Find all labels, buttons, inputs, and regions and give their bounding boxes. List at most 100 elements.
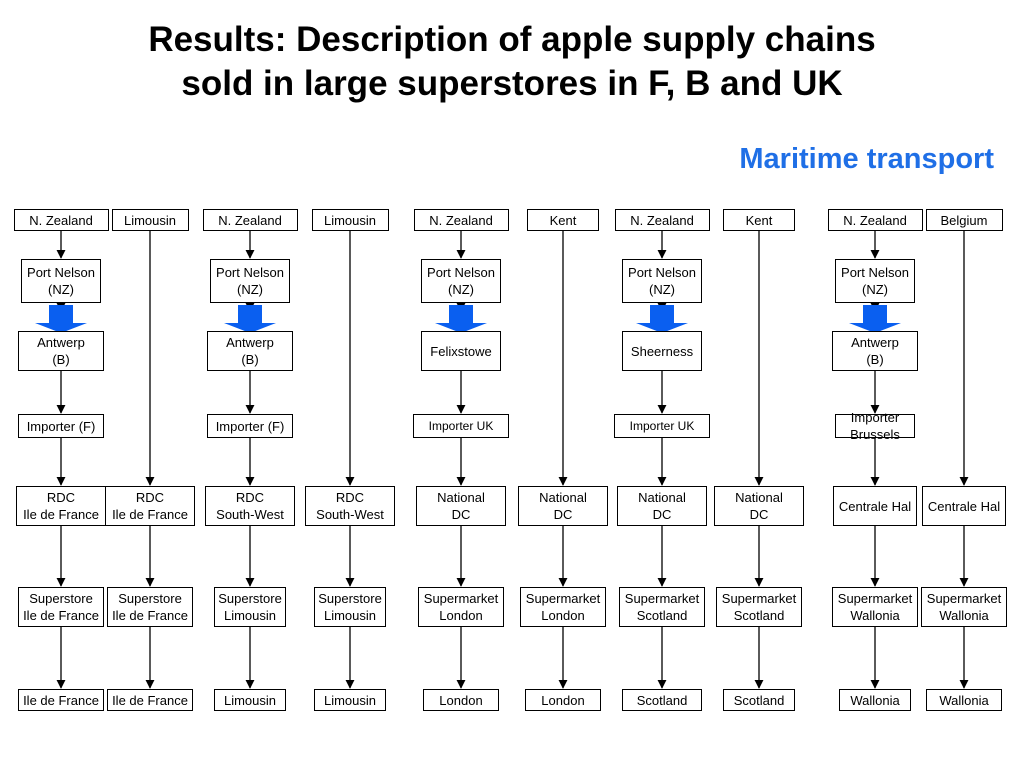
node-origin: N. Zealand: [614, 209, 710, 231]
node-store-text: Supermarket: [525, 591, 601, 606]
node-dc-text: Centrale Hal: [838, 498, 912, 514]
node-origin-text: N. Zealand: [429, 212, 493, 228]
node-market: Ile de France: [107, 689, 193, 711]
node-market-text: London: [439, 692, 483, 708]
node-origin-text: N. Zealand: [843, 212, 907, 228]
node-market-text: Scotland: [636, 692, 688, 708]
diagram-subtitle: Maritime transport: [739, 143, 994, 175]
node-store-text: Supermarket: [423, 591, 499, 606]
node-store-text: Wallonia: [850, 608, 900, 623]
node-port-text: Port Nelson: [27, 265, 95, 280]
node-origin-text: Limousin: [323, 212, 377, 228]
node-market: London: [525, 689, 601, 711]
node-origin-text: Limousin: [123, 212, 177, 228]
node-origin-text: Kent: [745, 212, 773, 228]
node-market: Wallonia: [926, 689, 1002, 711]
node-origin-text: N. Zealand: [218, 212, 282, 228]
node-origin: Belgium: [925, 209, 1003, 231]
node-origin: N. Zealand: [413, 209, 509, 231]
node-port: Port Nelson(NZ): [421, 259, 501, 303]
node-dc-text: National: [539, 490, 587, 505]
node-port-text: Port Nelson: [628, 265, 696, 280]
node-transit-text: (B): [866, 352, 884, 367]
node-store-text: Scotland: [636, 608, 688, 623]
node-market: Scotland: [622, 689, 702, 711]
node-store-text: Superstore: [218, 591, 282, 606]
node-dc-text: DC: [553, 507, 573, 522]
node-store-text: London: [541, 608, 585, 623]
node-market-text: Ile de France: [23, 692, 99, 708]
node-store-text: Superstore: [29, 591, 93, 606]
node-market: Limousin: [314, 689, 386, 711]
node-origin: N. Zealand: [202, 209, 298, 231]
node-store-text: Superstore: [318, 591, 382, 606]
node-port: Port Nelson(NZ): [622, 259, 702, 303]
node-transit-text: Antwerp: [851, 335, 899, 350]
maritime-transport-arrow: [35, 305, 87, 333]
node-transit: Antwerp (B): [832, 331, 918, 371]
node-dc: Centrale Hal: [922, 486, 1006, 526]
node-port-text: (NZ): [237, 282, 263, 297]
node-store-text: Limousin: [323, 608, 377, 623]
node-importer-text: Importer UK: [629, 418, 695, 433]
node-store-text: London: [439, 608, 483, 623]
node-dc-text: Centrale Hal: [927, 498, 1001, 514]
node-importer-text: Importer UK: [428, 418, 494, 433]
node-origin: N. Zealand: [13, 209, 109, 231]
node-port-text: Port Nelson: [427, 265, 495, 280]
node-market: London: [423, 689, 499, 711]
node-market: Scotland: [723, 689, 795, 711]
node-port: Port Nelson (NZ): [835, 259, 915, 303]
node-origin-text: Kent: [549, 212, 577, 228]
node-importer-text: Importer (F): [215, 418, 285, 434]
node-origin: Kent: [723, 209, 795, 231]
node-transit-text: (B): [52, 352, 70, 367]
title-line-2: sold in large superstores in F, B and UK: [181, 64, 843, 103]
node-transit-text: (B): [241, 352, 259, 367]
node-market-text: Wallonia: [939, 692, 989, 708]
node-store-text: Supermarket: [721, 591, 797, 606]
node-transit: Sheerness: [622, 331, 702, 371]
node-dc-text: RDC: [335, 490, 365, 505]
node-dc-text: DC: [451, 507, 471, 522]
node-port: Port Nelson(NZ): [21, 259, 101, 303]
node-dc-text: Ile de France: [112, 507, 188, 522]
node-dc-text: National: [638, 490, 686, 505]
maritime-transport-arrow: [849, 305, 901, 333]
node-market-text: Scotland: [733, 692, 785, 708]
node-market: Wallonia: [839, 689, 911, 711]
node-port-text: Port Nelson: [841, 265, 909, 280]
node-store-text: Ile de France: [112, 608, 188, 623]
node-dc: Centrale Hal: [833, 486, 917, 526]
node-dc-text: National: [735, 490, 783, 505]
node-port-text: (NZ): [862, 282, 888, 297]
node-origin-text: N. Zealand: [29, 212, 93, 228]
node-store-text: Limousin: [223, 608, 277, 623]
node-store-text: Wallonia: [939, 608, 989, 623]
node-transit: Felixstowe: [421, 331, 501, 371]
node-store-text: Ile de France: [23, 608, 99, 623]
node-dc-text: RDC: [135, 490, 165, 505]
node-market-text: London: [541, 692, 585, 708]
node-market: Ile de France: [18, 689, 104, 711]
node-dc-text: National: [437, 490, 485, 505]
node-dc: RDC Ile de France: [105, 486, 195, 526]
node-dc-text: RDC: [46, 490, 76, 505]
node-transit-text: Sheerness: [630, 343, 694, 359]
node-origin-text: Belgium: [940, 212, 988, 228]
